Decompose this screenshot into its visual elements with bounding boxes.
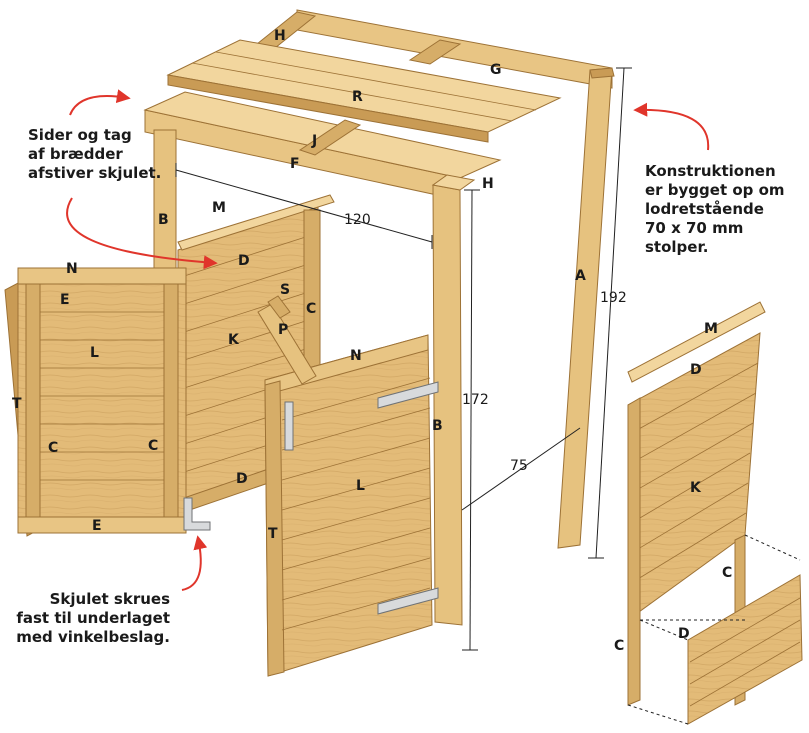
exploded-side-panel [627,301,803,725]
part-label: C [306,301,316,317]
part-label: C [148,438,158,454]
hinge-icon [377,587,439,615]
part-label: H [274,28,286,44]
left-door [4,267,211,537]
part-label: A [575,268,586,284]
part-label: H [482,176,494,192]
arrow-icon [181,535,208,591]
part-label: C [614,638,624,654]
part-label: C [722,565,732,581]
part-label: C [48,440,58,456]
arrow-icon [633,102,710,151]
right-door [264,334,439,677]
arrow-icon [69,89,131,116]
part-label: B [432,418,443,434]
part-label: E [92,518,102,534]
part-label: P [278,322,288,338]
part-label: G [490,62,502,78]
part-label: D [678,626,690,642]
part-label: D [238,253,250,269]
part-label: M [704,321,718,337]
arrow-icon [66,197,218,270]
part-label: D [690,362,702,378]
latch-pieces [257,295,317,385]
hinge-icon [377,381,439,409]
angle-bracket-icon [183,497,211,531]
door-handle-icon [284,401,294,451]
part-label: B [158,212,169,228]
part-label: M [212,200,226,216]
dimension-height-front: 172 [462,392,489,408]
part-label: E [60,292,70,308]
part-label: L [90,345,99,361]
dimension-depth: 75 [510,458,528,474]
annotation-arrows [66,89,710,591]
dimension-height-total: 192 [600,290,627,306]
dimension-width: 120 [344,212,371,228]
roof-frame [143,9,613,201]
note-construction: Konstruktionen er bygget op om lodretstå… [645,162,785,256]
dimension-lines [175,67,632,651]
note-bracket-fastening: Skjulet skrues fast til underlaget med v… [16,590,170,646]
part-label: K [228,332,240,348]
part-label: K [690,480,702,496]
part-label: T [12,396,22,412]
part-label: J [311,133,317,149]
note-sides-roof: Sider og tag af brædder afstiver skjulet… [28,126,162,182]
part-label: F [290,156,300,172]
part-label: T [268,526,278,542]
part-label: S [280,282,290,298]
part-label: N [350,348,362,364]
part-label: D [236,471,248,487]
part-label: R [352,89,363,105]
part-label: L [356,478,365,494]
part-label: N [66,261,78,277]
